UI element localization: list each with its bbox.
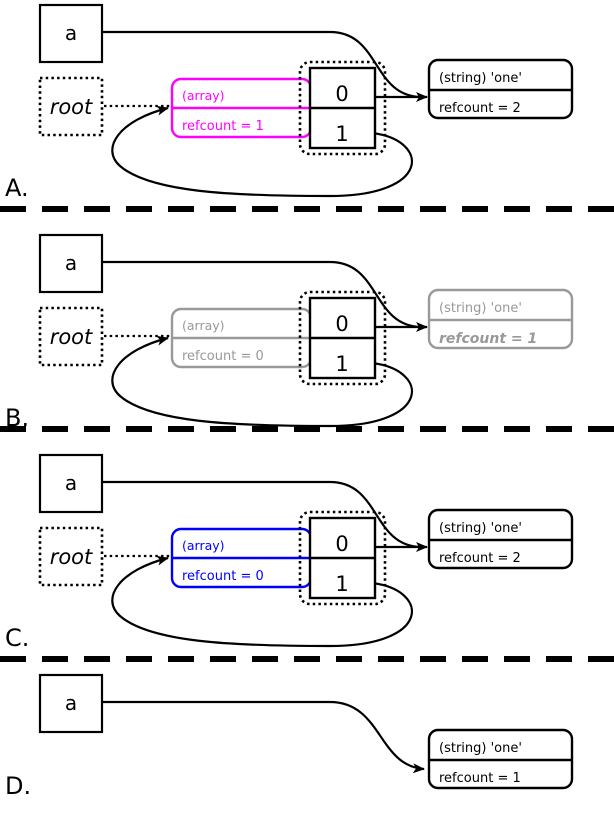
array-slots: 0 1 xyxy=(308,296,377,380)
array-slots: 0 1 xyxy=(308,516,377,600)
variable-to-string-edge xyxy=(102,260,421,329)
array-refcount-label: refcount = 0 xyxy=(182,349,264,364)
slots-dotted-wrapper xyxy=(298,290,387,386)
root-box-label: root xyxy=(50,95,93,119)
array-refcount-label: refcount = 0 xyxy=(182,569,264,584)
panel-label-A: A. xyxy=(5,174,29,202)
slot-index-1[interactable]: 1 xyxy=(335,352,348,376)
panel-label-C: C. xyxy=(5,624,29,652)
variable-box-label: a xyxy=(65,471,77,495)
string-type-label: (string) 'one' xyxy=(439,521,522,536)
string-refcount-label: refcount = 1 xyxy=(439,331,537,347)
string-refcount-label: refcount = 1 xyxy=(439,771,521,786)
panel-C: a root (array) refcount = 0 0 xyxy=(5,453,574,652)
string-box[interactable]: (string) 'one' refcount = 1 xyxy=(427,288,574,350)
array-type-label: (array) xyxy=(182,538,225,553)
root-box[interactable]: root xyxy=(38,306,104,367)
variable-box-a[interactable]: a xyxy=(38,233,104,294)
variable-to-string-edge xyxy=(102,30,421,99)
string-box[interactable]: (string) 'one' refcount = 1 xyxy=(427,728,574,790)
variable-box-label: a xyxy=(65,691,77,715)
self-reference-loop xyxy=(111,555,413,648)
slot-index-0[interactable]: 0 xyxy=(335,82,348,106)
slot-index-0[interactable]: 0 xyxy=(335,532,348,556)
variable-to-string-edge xyxy=(102,700,425,774)
array-type-label: (array) xyxy=(182,318,225,333)
slot-index-1[interactable]: 1 xyxy=(335,572,348,596)
string-type-label: (string) 'one' xyxy=(439,741,522,756)
root-box[interactable]: root xyxy=(38,76,104,137)
root-box-label: root xyxy=(50,325,93,349)
variable-box-a[interactable]: a xyxy=(38,453,104,514)
string-box[interactable]: (string) 'one' refcount = 2 xyxy=(427,508,574,570)
slot-index-0[interactable]: 0 xyxy=(335,312,348,336)
variable-box-a[interactable]: a xyxy=(38,3,104,64)
variable-to-string-edge xyxy=(102,480,421,549)
panel-B: a root (array) refcount = 0 0 xyxy=(5,233,574,432)
slot-index-1[interactable]: 1 xyxy=(335,122,348,146)
array-refcount-label: refcount = 1 xyxy=(182,119,264,134)
array-slots: 0 1 xyxy=(308,66,377,150)
array-box[interactable]: (array) refcount = 0 xyxy=(170,307,313,369)
panel-A: a root (array) refcount = 1 xyxy=(5,3,574,202)
root-box-label: root xyxy=(50,545,93,569)
array-type-label: (array) xyxy=(182,88,225,103)
slots-dotted-wrapper xyxy=(298,510,387,606)
string-box[interactable]: (string) 'one' refcount = 2 xyxy=(427,58,574,120)
panel-D: a (string) 'one' refcount = 1 D. xyxy=(5,673,574,800)
array-box[interactable]: (array) refcount = 0 xyxy=(170,527,313,589)
variable-box-label: a xyxy=(65,21,77,45)
array-box[interactable]: (array) refcount = 1 xyxy=(170,77,313,139)
variable-box-a[interactable]: a xyxy=(38,673,104,734)
self-reference-loop xyxy=(111,335,413,428)
variable-box-label: a xyxy=(65,251,77,275)
string-refcount-label: refcount = 2 xyxy=(439,551,521,566)
string-refcount-label: refcount = 2 xyxy=(439,101,521,116)
string-type-label: (string) 'one' xyxy=(439,301,522,316)
root-box[interactable]: root xyxy=(38,526,104,587)
string-type-label: (string) 'one' xyxy=(439,71,522,86)
slots-dotted-wrapper xyxy=(298,60,387,156)
panel-label-D: D. xyxy=(5,772,31,800)
self-reference-loop xyxy=(111,105,413,198)
